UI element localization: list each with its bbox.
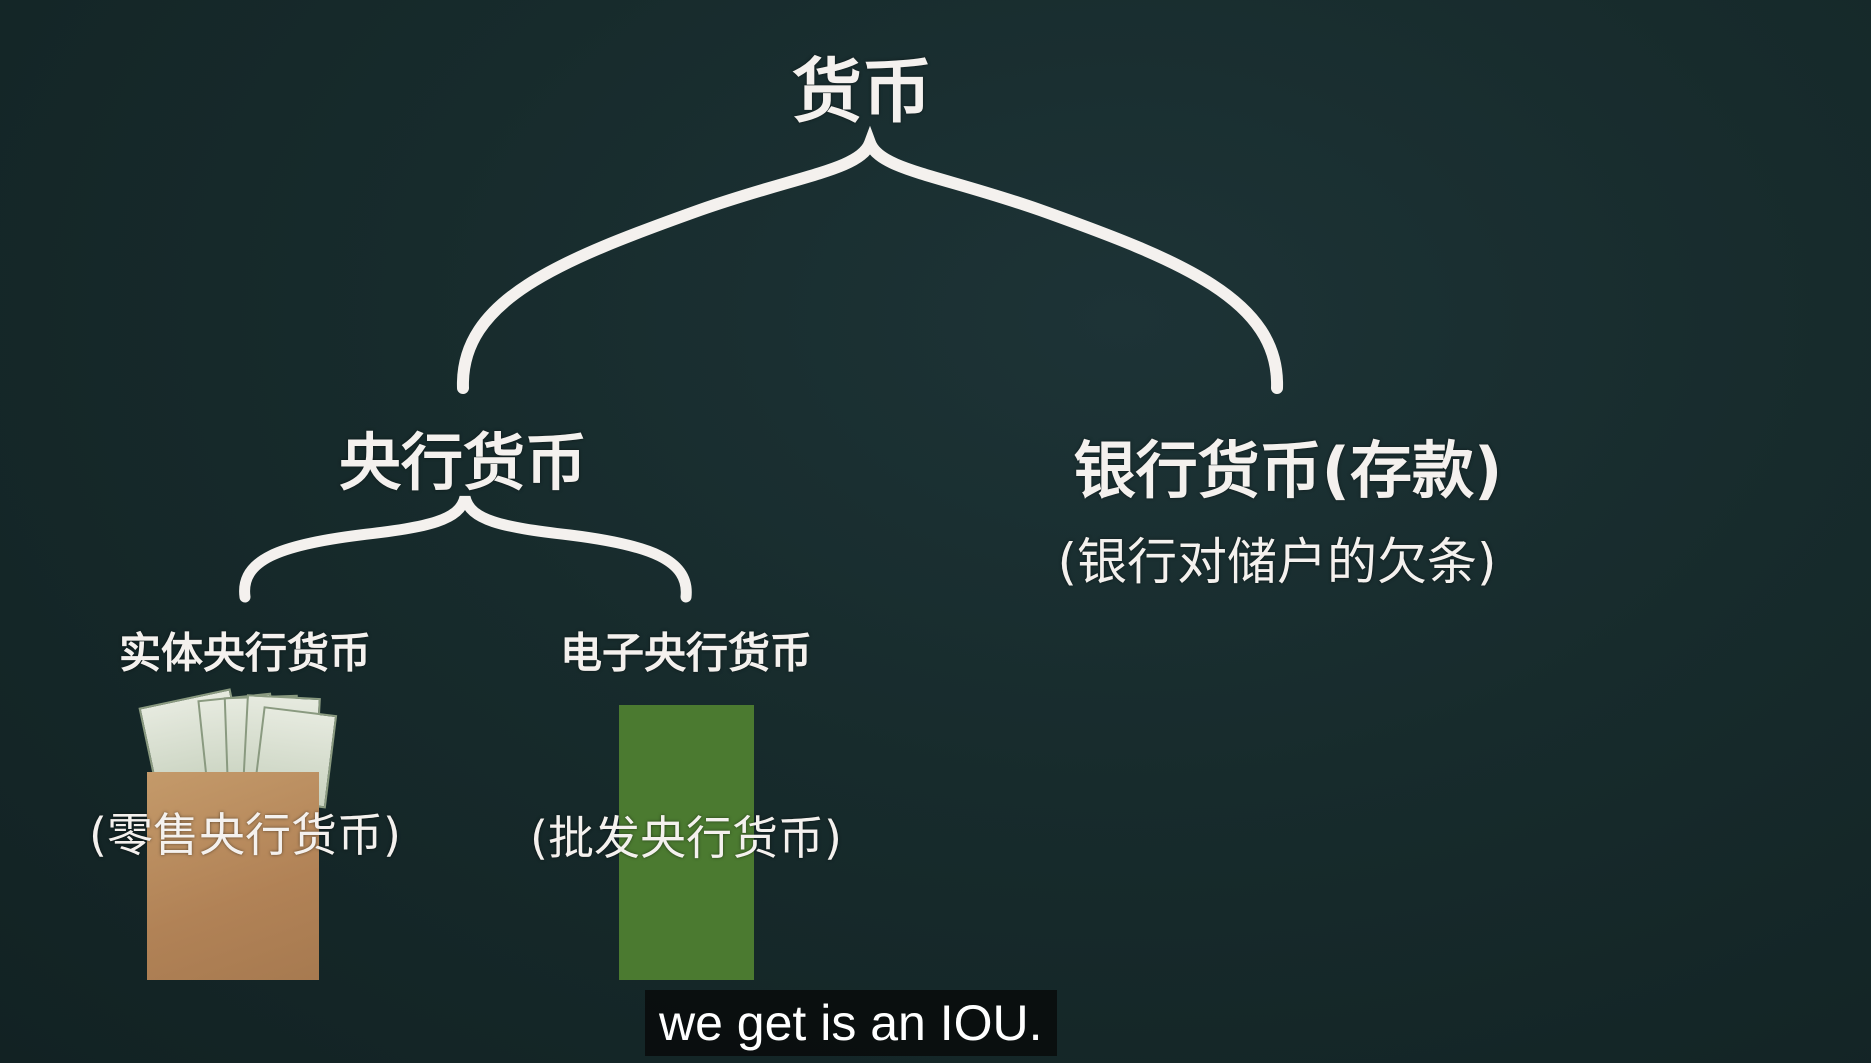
root-node-label: 货币	[792, 50, 932, 133]
money-envelope-icon	[138, 688, 338, 980]
retail-cb-money-label: (零售央行货币)	[89, 808, 401, 862]
video-subtitle: we get is an IOU.	[645, 990, 1057, 1056]
paper-envelope	[147, 772, 319, 980]
wholesale-cb-money-label: (批发央行货币)	[530, 811, 842, 865]
central-bank-money-label: 央行货币	[338, 426, 588, 499]
bank-money-label: 银行货币(存款)	[1073, 434, 1503, 507]
central-bank-brace	[239, 495, 692, 603]
physical-cb-money-label: 实体央行货币	[118, 628, 372, 678]
root-brace	[456, 125, 1284, 394]
bank-money-sublabel: (银行对储户的欠条)	[1057, 533, 1497, 591]
electronic-cb-money-label: 电子央行货币	[559, 628, 813, 678]
electronic-money-block	[619, 705, 754, 980]
